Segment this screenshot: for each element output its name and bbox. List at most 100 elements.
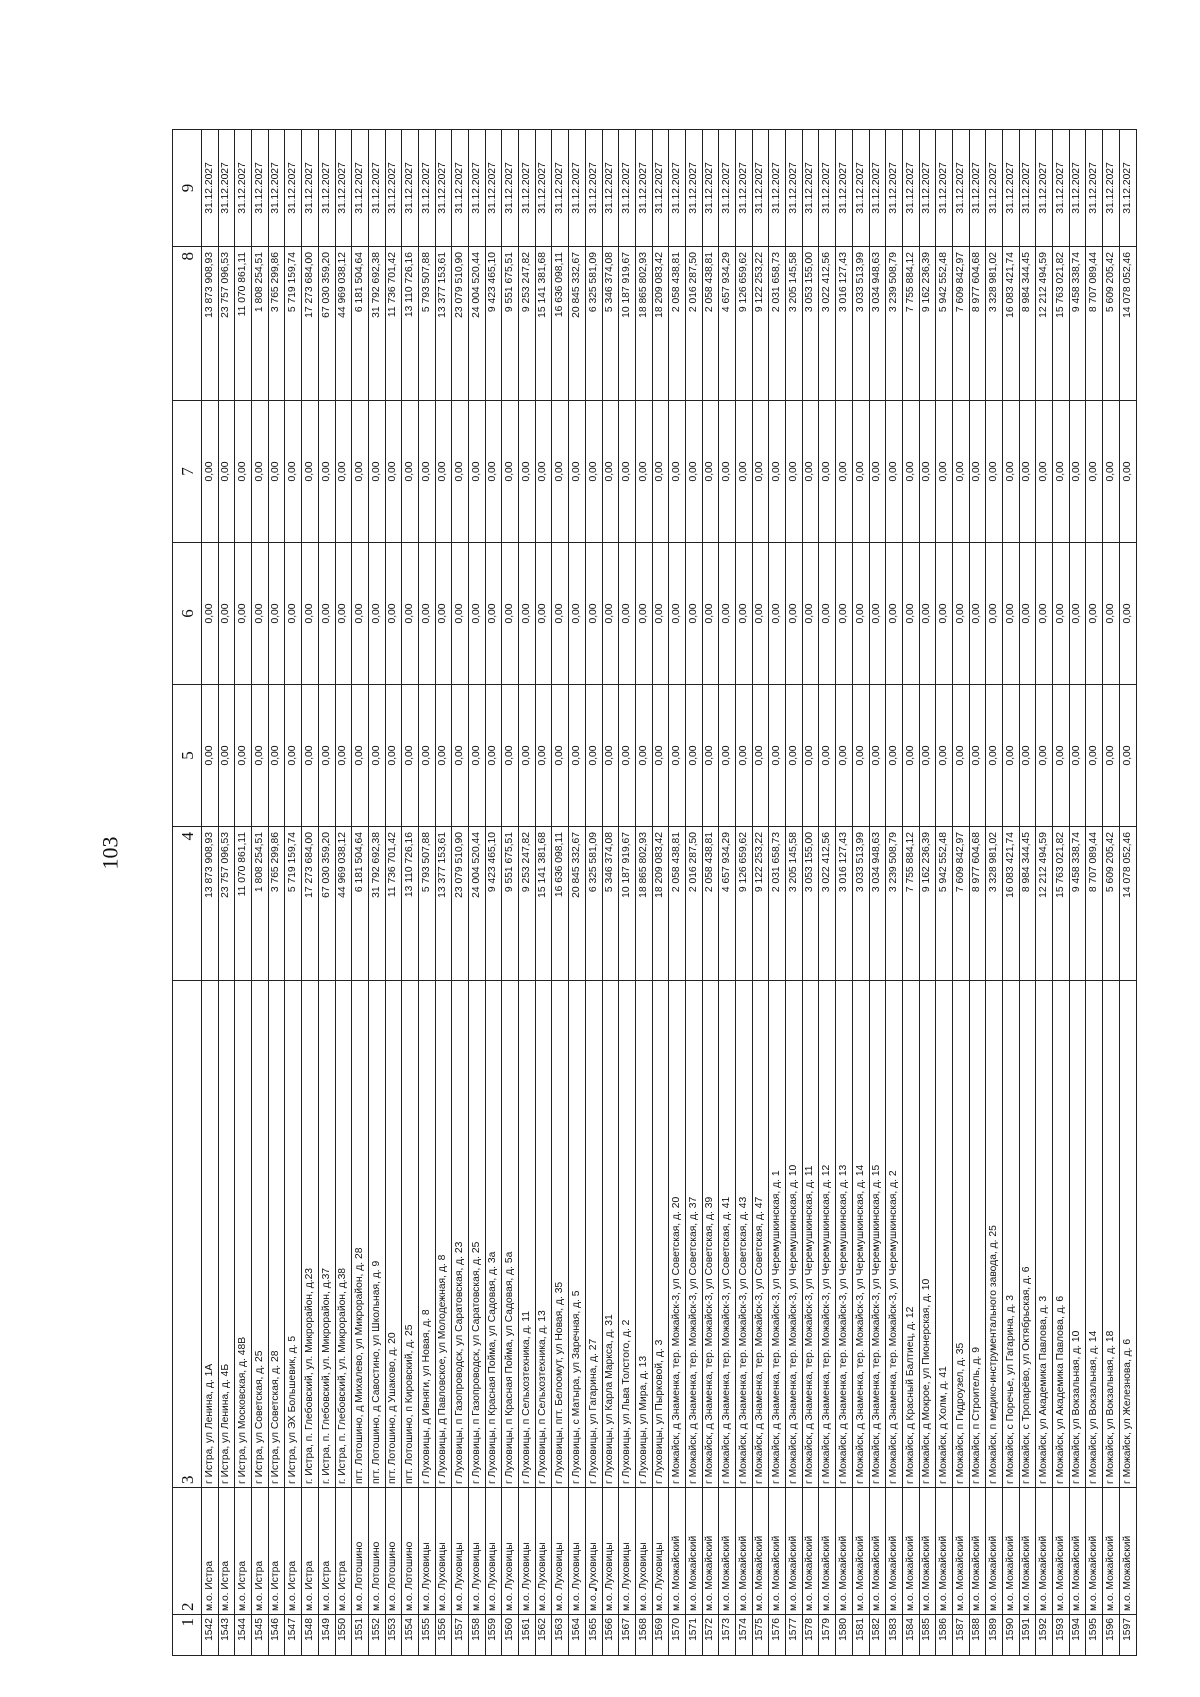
table-cell: 0,00 [535, 542, 552, 685]
table-cell: 23 079 510,90 [451, 826, 469, 981]
table-cell: 0,00 [1019, 400, 1036, 543]
table-cell: 0,00 [401, 542, 419, 685]
table-cell: г Можайск, ул Академика Павлова, д. 6 [1052, 980, 1070, 1488]
table-cell: 6 325 581,09 [585, 246, 602, 401]
table-cell: 16 636 098,11 [551, 246, 569, 401]
table-cell: г. Истра, п. Глебовский, ул. Микрорайон,… [301, 980, 319, 1488]
table-cell: 3 034 948,63 [869, 246, 886, 401]
table-cell: м.о. Луховицы [418, 1487, 436, 1615]
table-cell: 18 209 083,42 [652, 826, 669, 981]
table-cell: г Можайск, д Мокрое, ул Пионерская, д. 1… [919, 980, 936, 1488]
table-cell: 2 058 438,81 [668, 246, 686, 401]
table-cell: 0,00 [1119, 684, 1136, 827]
column-header: 9 [172, 129, 202, 247]
table-cell: 0,00 [1035, 400, 1053, 543]
table-cell: 0,00 [919, 542, 936, 685]
table-cell: 0,00 [702, 684, 719, 827]
table-cell: г Можайск, п Гидроузел, д. 35 [952, 980, 970, 1488]
table-cell: 0,00 [1069, 542, 1086, 685]
table-cell: м.о. Можайский [869, 1487, 886, 1615]
table-cell: 0,00 [318, 542, 335, 685]
table-cell: 1583 [885, 1614, 903, 1656]
table-cell: 0,00 [385, 684, 402, 827]
table-cell: 13 873 908,93 [201, 246, 219, 401]
table-cell: 0,00 [885, 400, 903, 543]
table-cell: 23 757 096,53 [218, 246, 235, 401]
table-cell: м.о. Луховицы [585, 1487, 602, 1615]
table-cell: 0,00 [1119, 400, 1136, 543]
table-cell: 8 984 344,45 [1019, 826, 1036, 981]
table-cell: 3 205 145,58 [785, 826, 803, 981]
table-cell: 0,00 [1069, 684, 1086, 827]
column-header: 8 [172, 246, 202, 401]
table-cell: 1569 [652, 1614, 669, 1656]
table-cell: 0,00 [501, 684, 519, 827]
table-cell: г Можайск, д Знаменка, тер. Можайск-3, у… [718, 980, 736, 1488]
table-cell: 0,00 [485, 542, 502, 685]
table-cell: 5 346 374,08 [602, 826, 619, 981]
table-cell: 31.12.2027 [585, 129, 602, 247]
table-cell: 1551 [351, 1614, 369, 1656]
table-cell: 8 707 089,44 [1085, 246, 1103, 401]
table-cell: 13 873 908,93 [201, 826, 219, 981]
table-cell: м.о. Луховицы [535, 1487, 552, 1615]
table-cell: 31.12.2027 [902, 129, 920, 247]
table-cell: 1594 [1069, 1614, 1086, 1656]
table-cell: 0,00 [802, 542, 819, 685]
table-cell: 0,00 [1085, 684, 1103, 827]
table-cell: м.о. Луховицы [435, 1487, 452, 1615]
table-cell: 0,00 [368, 400, 386, 543]
table-cell: 1589 [985, 1614, 1003, 1656]
table-cell: 23 757 096,53 [218, 826, 235, 981]
table-cell: г Луховицы, п Сельхозтехника, д. 13 [535, 980, 552, 1488]
table-cell: 0,00 [385, 400, 402, 543]
table-cell: 5 942 552,48 [935, 826, 953, 981]
table-cell: 0,00 [902, 400, 920, 543]
table-cell: 0,00 [351, 400, 369, 543]
table-cell: м.о. Луховицы [451, 1487, 469, 1615]
table-cell: 16 083 421,74 [1002, 246, 1020, 401]
table-cell: 0,00 [1002, 684, 1020, 827]
table-cell: 7 755 884,12 [902, 826, 920, 981]
table-cell: 9 423 465,10 [485, 826, 502, 981]
table-cell: 12 212 494,59 [1035, 246, 1053, 401]
table-cell: 31.12.2027 [985, 129, 1003, 247]
table-cell: 31.12.2027 [201, 129, 219, 247]
table-cell: 0,00 [1102, 684, 1120, 827]
table-cell: г Луховицы, ул Пырковой, д. 3 [652, 980, 669, 1488]
table-cell: 0,00 [268, 684, 285, 827]
table-cell: 0,00 [685, 400, 703, 543]
table-cell: 0,00 [218, 684, 235, 827]
table-cell: г Луховицы, с Матыра, ул Заречная, д. 5 [568, 980, 586, 1488]
table-cell: 0,00 [835, 542, 853, 685]
table-cell: 0,00 [869, 400, 886, 543]
table-cell: 11 736 701,42 [385, 246, 402, 401]
table-cell: 1543 [218, 1614, 235, 1656]
table-cell: 0,00 [435, 684, 452, 827]
page-number: 103 [97, 836, 123, 870]
table-cell: 31.12.2027 [418, 129, 436, 247]
table-cell: 0,00 [985, 400, 1003, 543]
table-cell: 0,00 [1085, 400, 1103, 543]
table-cell: 31.12.2027 [952, 129, 970, 247]
table-cell: 9 162 236,39 [919, 246, 936, 401]
table-cell: 1554 [401, 1614, 419, 1656]
table-cell: 0,00 [735, 400, 753, 543]
table-cell: 0,00 [835, 684, 853, 827]
table-cell: 0,00 [451, 684, 469, 827]
table-cell: 0,00 [401, 684, 419, 827]
